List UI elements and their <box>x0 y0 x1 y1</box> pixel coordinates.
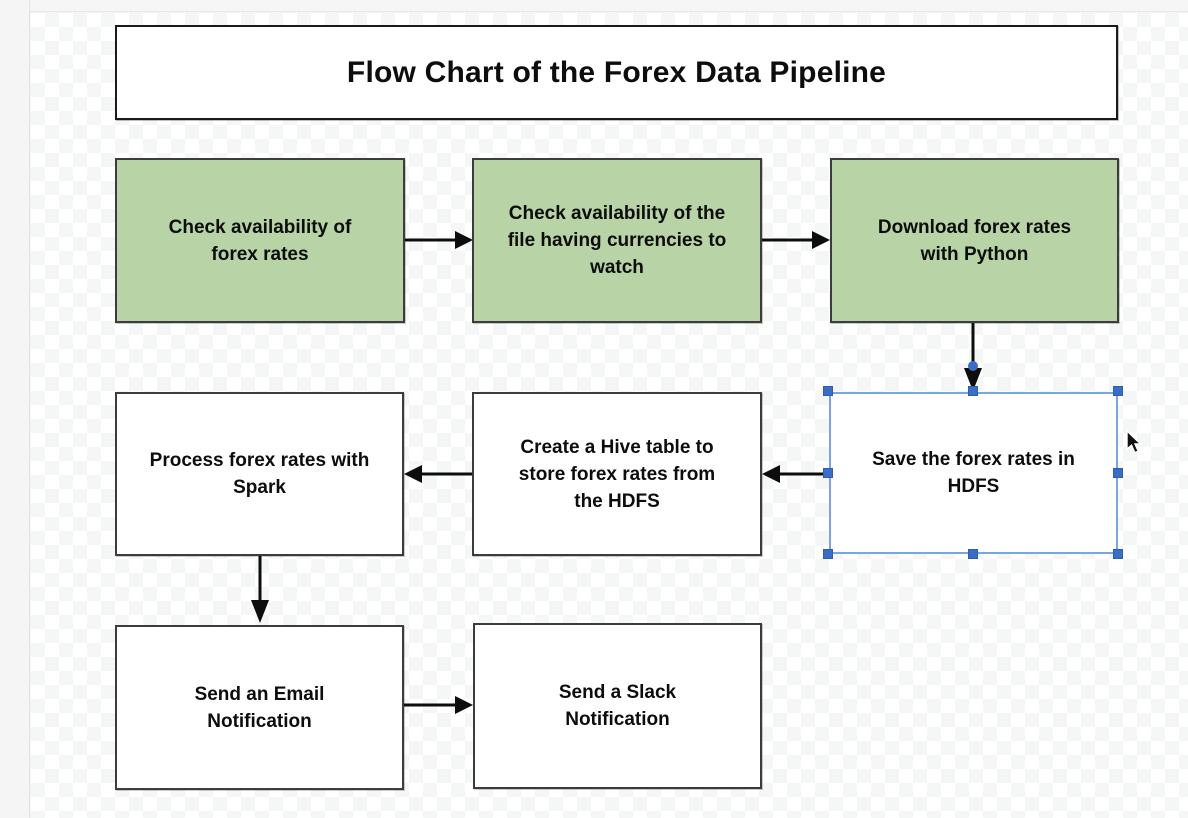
node-process-spark[interactable]: Process forex rates with Spark <box>115 392 404 556</box>
node-download-forex-rates[interactable]: Download forex rates with Python <box>830 158 1119 323</box>
canvas-margin-left <box>0 0 30 818</box>
node-check-forex-rates[interactable]: Check availability of forex rates <box>115 158 405 323</box>
selection-handle-nw[interactable] <box>823 386 833 396</box>
selection-handle-e[interactable] <box>1113 468 1123 478</box>
node-label: Send an Email Notification <box>194 683 325 732</box>
canvas-margin-top <box>0 0 1188 12</box>
node-label: Download forex rates with Python <box>877 216 1072 265</box>
selection-handle-ne[interactable] <box>1113 386 1123 396</box>
selection-handle-s[interactable] <box>968 549 978 559</box>
node-label: Check availability of forex rates <box>168 216 352 265</box>
node-create-hive-table[interactable]: Create a Hive table to store forex rates… <box>472 392 762 556</box>
node-check-currencies-file[interactable]: Check availability of the file having cu… <box>472 158 762 323</box>
selection-handle-sw[interactable] <box>823 549 833 559</box>
selection-handle-n[interactable] <box>968 386 978 396</box>
node-send-slack[interactable]: Send a Slack Notification <box>473 623 762 789</box>
diagram-title-box[interactable]: Flow Chart of the Forex Data Pipeline <box>115 25 1118 120</box>
node-label: Save the forex rates in HDFS <box>872 449 1075 497</box>
selection-handle-se[interactable] <box>1113 549 1123 559</box>
node-save-forex-hdfs-selected[interactable]: Save the forex rates in HDFS <box>829 392 1118 554</box>
node-label: Send a Slack Notification <box>558 682 677 730</box>
selection-handle-w[interactable] <box>823 468 833 478</box>
node-label: Process forex rates with Spark <box>149 450 370 498</box>
node-label: Check availability of the file having cu… <box>507 203 727 278</box>
node-send-email[interactable]: Send an Email Notification <box>115 625 404 790</box>
diagram-title: Flow Chart of the Forex Data Pipeline <box>346 55 887 89</box>
node-label: Create a Hive table to store forex rates… <box>518 436 716 512</box>
